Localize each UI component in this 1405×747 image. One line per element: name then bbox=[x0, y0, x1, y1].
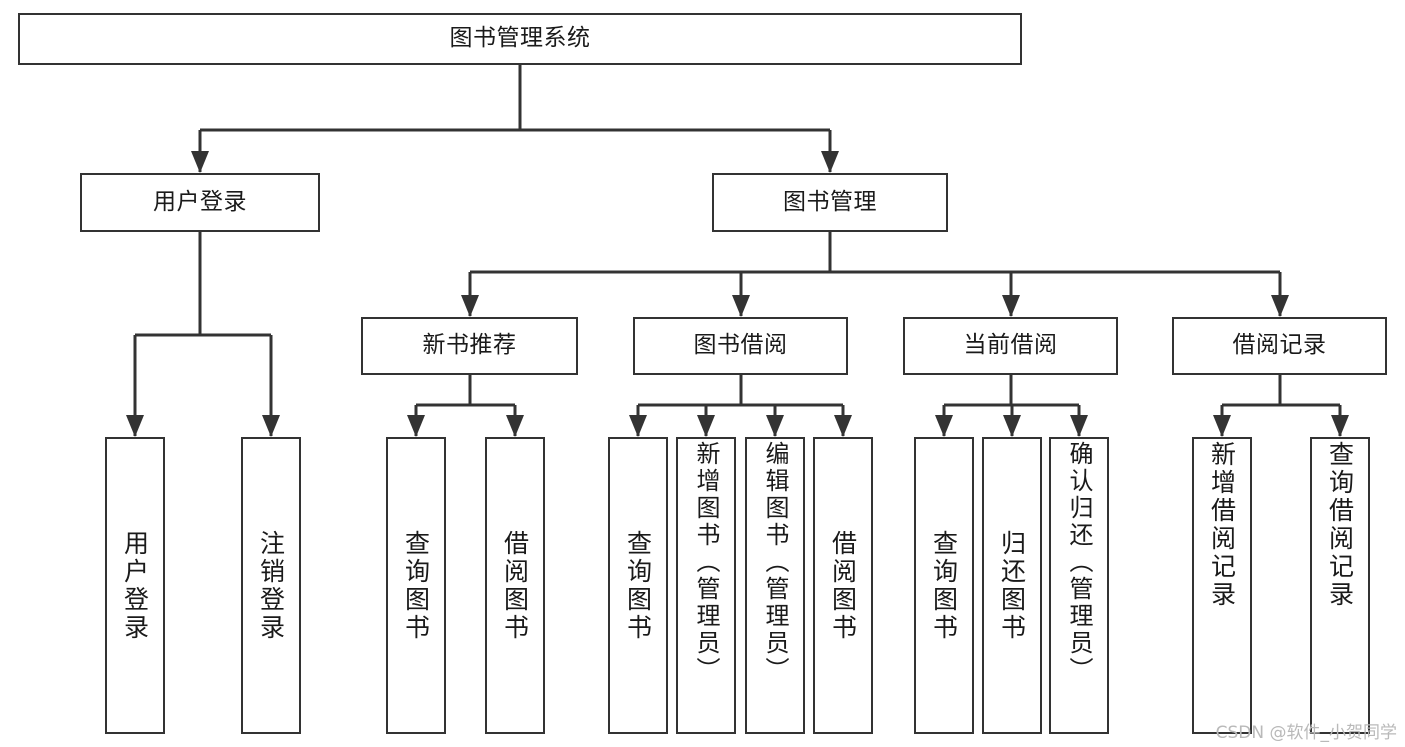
node-book-manage[interactable]: 图书管理 bbox=[712, 173, 948, 232]
node-leaf-query-book-1[interactable]: 查询图书 bbox=[386, 437, 446, 734]
node-label-new-book-rec: 新书推荐 bbox=[422, 332, 517, 359]
node-book-borrow[interactable]: 图书借阅 bbox=[633, 317, 848, 375]
node-leaf-query-record[interactable]: 查询借阅记录 bbox=[1310, 437, 1370, 734]
node-new-book-rec[interactable]: 新书推荐 bbox=[361, 317, 578, 375]
node-label-leaf-edit-book: 编辑图书（管理员） bbox=[761, 441, 789, 684]
node-label-leaf-query-record: 查询借阅记录 bbox=[1325, 441, 1355, 609]
node-leaf-user-login[interactable]: 用户登录 bbox=[105, 437, 165, 734]
node-label-book-manage: 图书管理 bbox=[783, 188, 877, 215]
node-leaf-confirm-ret[interactable]: 确认归还（管理员） bbox=[1049, 437, 1109, 734]
node-label-leaf-add-book: 新增图书（管理员） bbox=[692, 441, 720, 684]
node-leaf-query-book-3[interactable]: 查询图书 bbox=[914, 437, 974, 734]
watermark: CSDN @软件_小贺同学 bbox=[1215, 723, 1397, 743]
node-label-leaf-query-book-3: 查询图书 bbox=[929, 529, 959, 642]
node-label-leaf-borrow-book-1: 借阅图书 bbox=[500, 529, 530, 642]
node-label-current-borrow: 当前借阅 bbox=[963, 332, 1058, 359]
node-leaf-query-book-2[interactable]: 查询图书 bbox=[608, 437, 668, 734]
node-leaf-borrow-book-1[interactable]: 借阅图书 bbox=[485, 437, 545, 734]
node-leaf-add-book[interactable]: 新增图书（管理员） bbox=[676, 437, 736, 734]
node-label-user-login: 用户登录 bbox=[153, 188, 247, 215]
node-label-borrow-record: 借阅记录 bbox=[1232, 332, 1327, 359]
node-label-root: 图书管理系统 bbox=[449, 25, 591, 52]
node-label-leaf-user-login: 用户登录 bbox=[120, 529, 150, 642]
node-label-leaf-add-record: 新增借阅记录 bbox=[1207, 441, 1237, 609]
node-label-book-borrow: 图书借阅 bbox=[693, 332, 788, 359]
node-leaf-borrow-book-2[interactable]: 借阅图书 bbox=[813, 437, 873, 734]
node-label-leaf-logout: 注销登录 bbox=[256, 529, 286, 642]
node-leaf-return-book[interactable]: 归还图书 bbox=[982, 437, 1042, 734]
node-leaf-edit-book[interactable]: 编辑图书（管理员） bbox=[745, 437, 805, 734]
node-label-leaf-return-book: 归还图书 bbox=[997, 529, 1027, 642]
node-label-leaf-query-book-1: 查询图书 bbox=[401, 529, 431, 642]
node-label-leaf-query-book-2: 查询图书 bbox=[623, 529, 653, 642]
node-user-login[interactable]: 用户登录 bbox=[80, 173, 320, 232]
node-label-leaf-borrow-book-2: 借阅图书 bbox=[828, 529, 858, 642]
node-label-leaf-confirm-ret: 确认归还（管理员） bbox=[1065, 441, 1093, 684]
node-leaf-add-record[interactable]: 新增借阅记录 bbox=[1192, 437, 1252, 734]
node-current-borrow[interactable]: 当前借阅 bbox=[903, 317, 1118, 375]
node-borrow-record[interactable]: 借阅记录 bbox=[1172, 317, 1387, 375]
node-leaf-logout[interactable]: 注销登录 bbox=[241, 437, 301, 734]
node-root[interactable]: 图书管理系统 bbox=[18, 13, 1022, 65]
